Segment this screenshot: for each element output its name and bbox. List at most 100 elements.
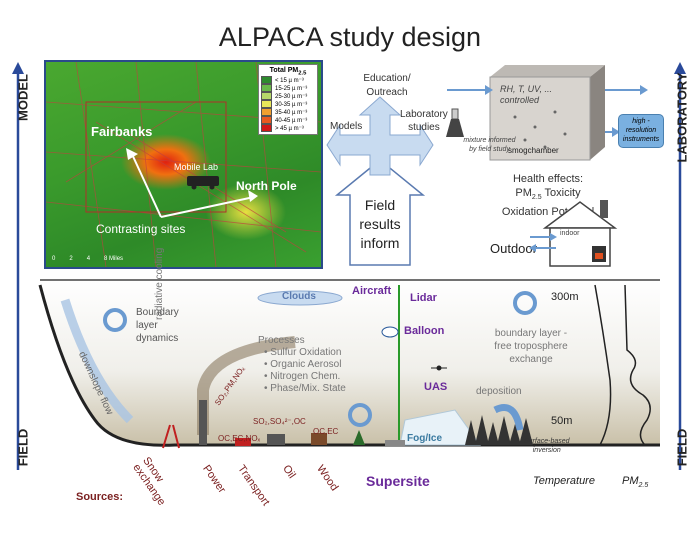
processes-title: Processes [258, 335, 305, 346]
process-text: Sulfur Oxidation [270, 347, 342, 358]
boundary-text: layer [136, 320, 158, 331]
height-300: 300m [551, 291, 579, 303]
legend-label: 25-30 µ m⁻³ [275, 93, 308, 100]
exchange-text: free troposphere [494, 341, 568, 352]
aircraft-label: Aircraft [352, 285, 392, 297]
legend-label: 40-45 µ m⁻³ [275, 117, 308, 124]
pm-sub: 2.5 [531, 194, 542, 202]
boundary-text: Boundary [136, 307, 179, 318]
field-axis-label-right: FIELD [674, 428, 690, 467]
surface-text: Surface-based [524, 438, 570, 445]
mixture-note: mixture informed by field study [452, 136, 527, 154]
process-text: Nitrogen Chem. [270, 371, 341, 382]
education-label: Education/ [363, 73, 411, 84]
temperature-label: Temperature [533, 475, 595, 487]
smogchamber-graphic [447, 65, 648, 161]
legend-entry: 40-45 µ m⁻³ [261, 116, 315, 125]
indoor-label: indoor [560, 230, 580, 237]
pm-text: PM [515, 187, 532, 199]
laboratory-field-axis [674, 62, 686, 470]
models-label: Models [330, 121, 363, 132]
exchange-text: boundary layer - [494, 328, 568, 339]
studies-label: studies [408, 122, 440, 133]
boundary-text: dynamics [136, 333, 179, 344]
scale-tick: 8 Miles [104, 256, 124, 262]
instrument-text: instruments [622, 136, 660, 143]
fog-ice-label: Fog/Ice [407, 433, 443, 444]
contrasting-arrows [126, 148, 258, 218]
north-pole-label: North Pole [236, 179, 297, 193]
process-item: • Sulfur Oxidation [264, 347, 342, 358]
legend-entry: 15-25 µ m⁻³ [261, 84, 315, 93]
oc-ec-nox: OC,EC,NOₓ [218, 434, 261, 443]
model-field-axis [12, 62, 24, 470]
pm25-label: PM2.5 [622, 475, 648, 489]
surface-inversion: Surface-based inversion [524, 437, 570, 455]
field-results-line: inform [360, 235, 400, 251]
contrasting-sites-label: Contrasting sites [96, 222, 186, 236]
fairbanks-label: Fairbanks [91, 124, 153, 139]
exchange-arrows [529, 233, 557, 252]
instrument-text: high - [632, 118, 650, 125]
legend-entry: 25-30 µ m⁻³ [261, 92, 315, 101]
valley-graphic [38, 279, 660, 449]
center-arrows [326, 96, 434, 266]
outdoor-label: Outdoor [490, 241, 537, 256]
toxicity-text: Toxicity [541, 187, 581, 199]
scale-tick: 4 [86, 256, 91, 262]
chamber-conditions: RH, T, UV, ... controlled [500, 84, 552, 106]
process-item: • Nitrogen Chem. [264, 371, 341, 382]
house-graphic [542, 200, 618, 267]
map-scale: 0 2 4 8 Miles [52, 256, 123, 262]
education-outreach: Education/ Outreach [352, 72, 422, 100]
process-item: • Organic Aerosol [264, 359, 342, 370]
legend-title: Total PM [269, 67, 299, 74]
page-title: ALPACA study design [218, 22, 482, 52]
exchange-text: exchange [509, 354, 553, 365]
health-title: Health effects: [512, 173, 584, 185]
process-text: Phase/Mix. State [270, 383, 346, 394]
chamber-text: RH, T, UV, ... [500, 84, 553, 94]
legend-label: < 15 µ m⁻³ [275, 77, 304, 84]
chamber-text: controlled [500, 95, 540, 105]
legend-label: 15-25 µ m⁻³ [275, 85, 308, 92]
mixture-text: mixture informed [463, 137, 516, 144]
mobile-lab-label: Mobile Lab [174, 162, 219, 172]
mixture-text: by field study [469, 146, 510, 153]
mobile-lab-icon [187, 176, 219, 190]
clouds-label: Clouds [282, 291, 316, 302]
sources-label: Sources: [76, 491, 124, 503]
legend-label: > 45 µ m⁻³ [275, 125, 304, 132]
field-results-line: Field [364, 197, 396, 213]
process-text: Organic Aerosol [270, 359, 342, 370]
laboratory-label: Laboratory [400, 109, 448, 120]
outreach-label: Outreach [366, 87, 408, 98]
flask-icon [446, 108, 464, 137]
model-axis-label: MODEL [15, 74, 31, 121]
laboratory-studies: Laboratory studies [400, 108, 448, 134]
supersite-label: Supersite [366, 473, 430, 489]
laboratory-axis-label: LABORATORY [674, 72, 690, 163]
oc-ec: OC,EC [313, 427, 339, 436]
instruments-box: high - resolution instruments [618, 114, 664, 148]
legend-entry: 35-40 µ m⁻³ [261, 108, 315, 117]
so2-so4-oc: SO₂,SO₄²⁻,OC [253, 417, 306, 426]
lidar-label: Lidar [410, 292, 437, 304]
height-50: 50m [551, 415, 573, 427]
legend-entry: > 45 µ m⁻³ [261, 124, 315, 133]
field-results-inform: Field results inform [352, 196, 408, 253]
surface-text: inversion [532, 447, 561, 454]
scale-tick: 2 [69, 256, 73, 262]
pm-toxicity: PM2.5 Toxicity [488, 186, 608, 205]
boundary-layer: Boundary layer dynamics [136, 306, 179, 345]
legend-title-sub: 2.5 [298, 70, 307, 77]
legend-label: 30-35 µ m⁻³ [275, 101, 308, 108]
uas-label: UAS [424, 381, 448, 393]
instrument-text: resolution [625, 127, 657, 134]
field-results-line: results [359, 216, 401, 232]
deposition-label: deposition [476, 386, 522, 397]
balloon-label: Balloon [404, 325, 445, 337]
legend-label: 35-40 µ m⁻³ [275, 109, 308, 116]
pm-text: PM [622, 475, 639, 487]
field-axis-label-left: FIELD [15, 428, 31, 467]
